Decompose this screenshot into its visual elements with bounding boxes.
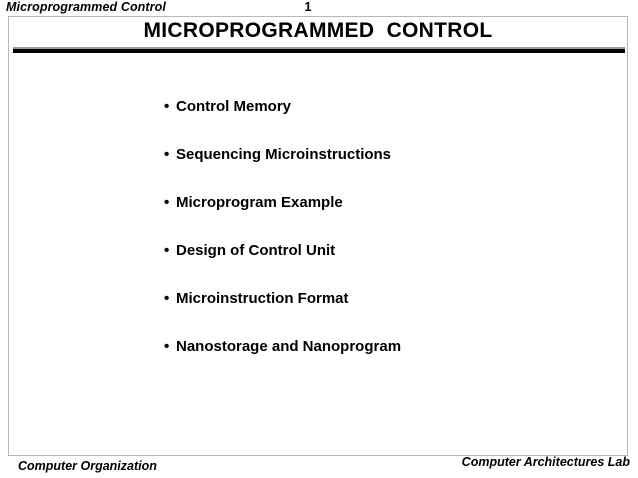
title-block: MICROPROGRAMMED CONTROL xyxy=(9,17,627,53)
list-item: • Design of Control Unit xyxy=(164,241,604,289)
agenda-bullet-list: • Control Memory • Sequencing Microinstr… xyxy=(164,97,604,385)
bullet-dot-icon: • xyxy=(164,146,170,163)
bullet-dot-icon: • xyxy=(164,242,170,259)
footer-lab-label: Computer Architectures Lab xyxy=(461,455,630,469)
bullet-dot-icon: • xyxy=(164,338,170,355)
footer-course-label: Computer Organization xyxy=(18,459,157,473)
list-item: • Microinstruction Format xyxy=(164,289,604,337)
bullet-label-design-of-control-unit: Design of Control Unit xyxy=(176,242,336,259)
bullet-label-control-memory: Control Memory xyxy=(176,98,292,115)
slide-footer: Computer Organization Computer Architect… xyxy=(0,455,638,478)
title-rule-black-line xyxy=(13,49,625,53)
bullet-label-microprogram-example: Microprogram Example xyxy=(176,194,343,211)
bullet-label-nanostorage-and-nanoprogram: Nanostorage and Nanoprogram xyxy=(176,338,402,355)
slide-title: MICROPROGRAMMED CONTROL xyxy=(143,19,493,42)
bullet-dot-icon: • xyxy=(164,194,170,211)
bullet-label-microinstruction-format: Microinstruction Format xyxy=(176,290,349,307)
list-item: • Sequencing Microinstructions xyxy=(164,145,604,193)
page-number: 1 xyxy=(304,0,312,14)
running-header: Microprogrammed Control 1 xyxy=(0,0,638,16)
slide-frame: MICROPROGRAMMED CONTROL • Control Memory… xyxy=(8,16,628,456)
running-header-title: Microprogrammed Control xyxy=(6,0,166,14)
title-separator-rule xyxy=(13,47,625,53)
title-rule-gray-line xyxy=(13,47,625,49)
list-item: • Control Memory xyxy=(164,97,604,145)
bullet-dot-icon: • xyxy=(164,290,170,307)
bullet-label-sequencing-microinstructions: Sequencing Microinstructions xyxy=(176,146,392,163)
list-item: • Microprogram Example xyxy=(164,193,604,241)
list-item: • Nanostorage and Nanoprogram xyxy=(164,337,604,385)
bullet-dot-icon: • xyxy=(164,98,170,115)
